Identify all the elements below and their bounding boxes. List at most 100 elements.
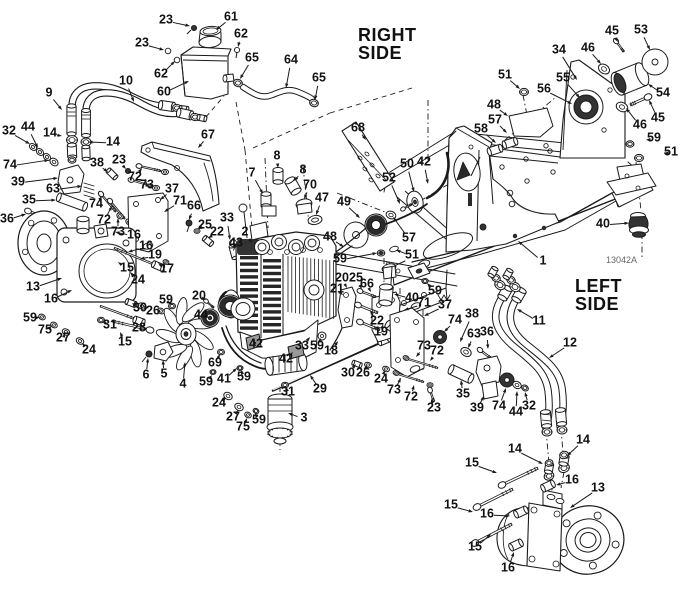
svg-text:8: 8 <box>274 149 281 163</box>
svg-text:44: 44 <box>509 405 523 419</box>
svg-text:38: 38 <box>465 307 479 321</box>
svg-text:31: 31 <box>103 318 117 332</box>
svg-text:37: 37 <box>438 298 452 312</box>
svg-text:51: 51 <box>405 248 419 262</box>
svg-text:16: 16 <box>565 473 579 487</box>
svg-text:11: 11 <box>532 314 545 328</box>
svg-text:32: 32 <box>522 399 536 413</box>
svg-text:22: 22 <box>210 225 224 239</box>
svg-text:56: 56 <box>537 82 551 96</box>
svg-text:59: 59 <box>159 293 173 307</box>
svg-text:62: 62 <box>234 27 248 41</box>
svg-text:39: 39 <box>11 175 25 189</box>
svg-text:61: 61 <box>224 10 238 24</box>
svg-text:24: 24 <box>374 372 388 386</box>
svg-text:74: 74 <box>3 158 17 172</box>
svg-text:63: 63 <box>46 182 60 196</box>
svg-text:53: 53 <box>634 23 648 37</box>
svg-text:51: 51 <box>664 145 678 159</box>
svg-text:73: 73 <box>417 339 431 353</box>
svg-text:66: 66 <box>187 199 201 213</box>
svg-text:LEFT: LEFT <box>575 276 622 296</box>
svg-text:73: 73 <box>387 383 401 397</box>
svg-text:10: 10 <box>119 74 133 88</box>
svg-text:27: 27 <box>56 331 70 345</box>
svg-text:49: 49 <box>337 195 351 209</box>
svg-text:39: 39 <box>470 401 484 415</box>
svg-text:24: 24 <box>212 396 226 410</box>
svg-text:15: 15 <box>468 540 482 554</box>
svg-text:72: 72 <box>430 344 444 358</box>
svg-text:15: 15 <box>465 456 479 470</box>
svg-text:57: 57 <box>402 231 416 245</box>
svg-text:74: 74 <box>89 197 103 211</box>
svg-text:65: 65 <box>245 51 259 65</box>
svg-text:69: 69 <box>208 356 222 370</box>
svg-text:64: 64 <box>284 53 298 67</box>
svg-text:19: 19 <box>148 248 162 262</box>
svg-text:16: 16 <box>480 507 494 521</box>
svg-text:RIGHT: RIGHT <box>358 25 417 45</box>
svg-text:48: 48 <box>487 98 501 112</box>
svg-text:4: 4 <box>180 377 187 391</box>
svg-text:68: 68 <box>351 121 365 135</box>
svg-text:30: 30 <box>341 366 355 380</box>
svg-text:51: 51 <box>498 68 512 82</box>
svg-text:13: 13 <box>591 481 605 495</box>
svg-text:15: 15 <box>118 335 132 349</box>
svg-text:41: 41 <box>217 372 231 386</box>
svg-text:59: 59 <box>647 131 661 145</box>
svg-text:42: 42 <box>279 352 293 366</box>
svg-text:34: 34 <box>552 43 566 57</box>
svg-text:14: 14 <box>508 442 522 456</box>
svg-text:2: 2 <box>242 225 249 239</box>
svg-text:7: 7 <box>249 166 256 180</box>
svg-text:32: 32 <box>2 124 16 138</box>
svg-text:52: 52 <box>382 171 396 185</box>
svg-text:15: 15 <box>444 498 458 512</box>
svg-text:17: 17 <box>160 262 174 276</box>
svg-text:SIDE: SIDE <box>575 294 619 314</box>
svg-text:36: 36 <box>480 325 494 339</box>
svg-text:38: 38 <box>90 156 104 170</box>
svg-text:74: 74 <box>492 399 506 413</box>
svg-text:45: 45 <box>605 24 619 38</box>
svg-text:70: 70 <box>303 178 317 192</box>
svg-text:13: 13 <box>26 280 40 294</box>
svg-text:21: 21 <box>330 282 344 296</box>
svg-text:46: 46 <box>633 118 647 132</box>
svg-text:40: 40 <box>596 217 610 231</box>
svg-text:31: 31 <box>281 385 295 399</box>
svg-text:35: 35 <box>22 193 36 207</box>
svg-text:36: 36 <box>0 212 14 226</box>
svg-text:26: 26 <box>146 304 160 318</box>
svg-text:6: 6 <box>143 368 150 382</box>
svg-text:30: 30 <box>133 301 147 315</box>
svg-text:8: 8 <box>300 163 307 177</box>
svg-text:44: 44 <box>21 120 35 134</box>
svg-text:23: 23 <box>135 36 149 50</box>
svg-text:33: 33 <box>220 211 234 225</box>
svg-text:72: 72 <box>404 390 418 404</box>
svg-text:47: 47 <box>315 191 329 205</box>
svg-text:59: 59 <box>333 252 347 266</box>
svg-text:46: 46 <box>581 41 595 55</box>
svg-text:5: 5 <box>161 367 168 381</box>
svg-text:16: 16 <box>501 561 515 575</box>
svg-text:29: 29 <box>313 382 327 396</box>
svg-text:SIDE: SIDE <box>358 43 402 63</box>
svg-text:19: 19 <box>374 325 388 339</box>
svg-text:71: 71 <box>173 194 187 208</box>
svg-text:50: 50 <box>400 157 414 171</box>
svg-text:72: 72 <box>97 213 111 227</box>
svg-text:65: 65 <box>312 71 326 85</box>
svg-text:23: 23 <box>159 13 173 27</box>
svg-text:57: 57 <box>488 113 502 127</box>
svg-text:66: 66 <box>360 277 374 291</box>
svg-text:54: 54 <box>656 86 670 100</box>
svg-text:1: 1 <box>540 254 547 268</box>
svg-text:59: 59 <box>23 311 37 325</box>
svg-text:23: 23 <box>427 401 441 415</box>
svg-text:14: 14 <box>106 135 120 149</box>
svg-text:73: 73 <box>111 225 125 239</box>
